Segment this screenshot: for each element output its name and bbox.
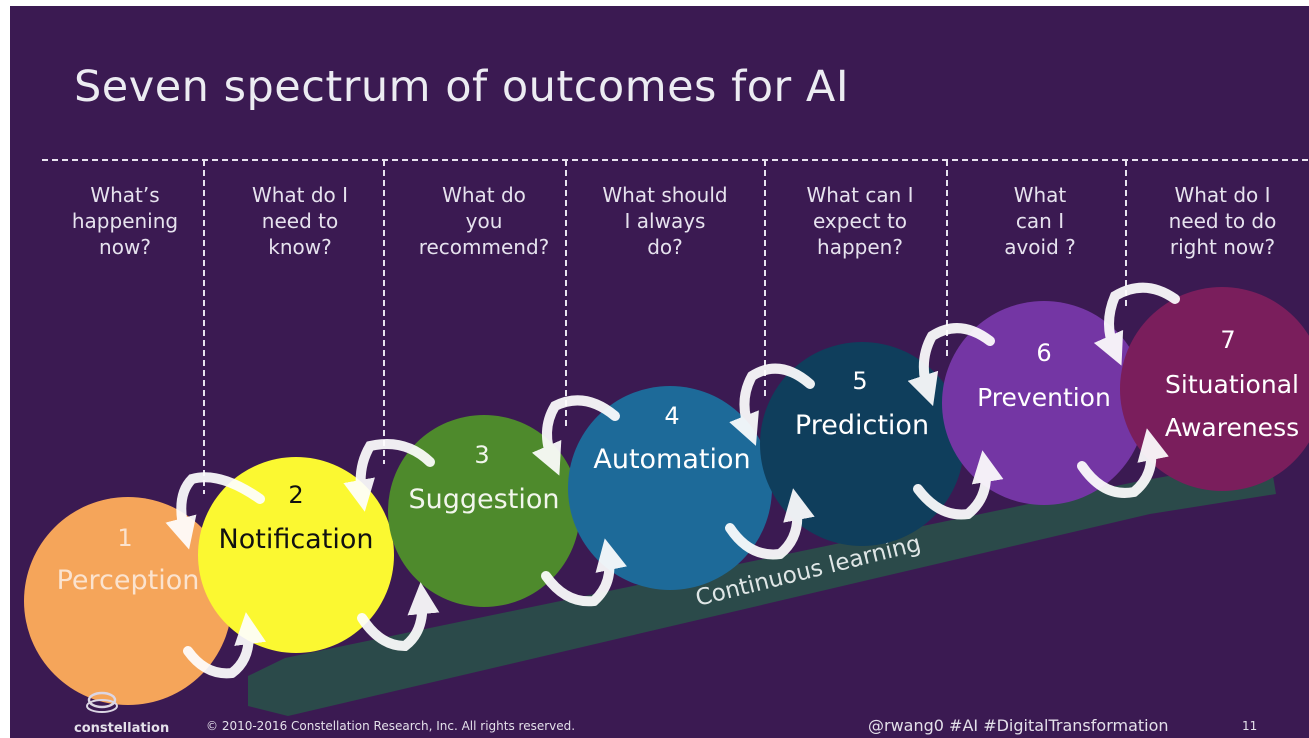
stage-7-label-line-1: Situational bbox=[1165, 370, 1299, 399]
stage-6-label: Prevention bbox=[977, 383, 1111, 412]
outcomes-diagram: Continuous learning 1 Perception 2 Notif… bbox=[24, 159, 1309, 736]
page-number: 11 bbox=[1242, 719, 1258, 733]
cycle-arrow-down-3 bbox=[531, 395, 620, 476]
logo-ring-icon bbox=[87, 691, 117, 709]
question-6: What can I avoid ? bbox=[1004, 183, 1076, 259]
stage-7-label-line-2: Awareness bbox=[1165, 413, 1299, 442]
cycle-arrow-up-4 bbox=[725, 488, 815, 560]
question-3: What do you recommend? bbox=[418, 183, 550, 259]
cycle-arrow-down-4 bbox=[729, 363, 815, 446]
stage-6-number: 6 bbox=[1036, 339, 1051, 367]
stage-2-label: Notification bbox=[219, 524, 374, 555]
slide: Seven spectrum of outcomes for AI What’s… bbox=[10, 6, 1309, 738]
stage-1: 1 Perception bbox=[24, 497, 232, 705]
cycle-arrow-up-3 bbox=[541, 538, 627, 607]
question-5: What can I expect to happen? bbox=[806, 183, 914, 259]
question-1: What’s happening now? bbox=[71, 183, 179, 259]
cycle-arrow-down-1 bbox=[165, 472, 265, 550]
copyright-text: © 2010-2016 Constellation Research, Inc.… bbox=[206, 719, 576, 733]
cycle-arrows bbox=[165, 282, 1180, 679]
slide-title: Seven spectrum of outcomes for AI bbox=[74, 62, 850, 112]
stage-4-number: 4 bbox=[664, 402, 679, 430]
cycle-arrow-up-6 bbox=[1077, 428, 1169, 498]
stage-3-label: Suggestion bbox=[409, 484, 560, 515]
cycle-arrow-up-1 bbox=[183, 612, 266, 679]
stage-4-label: Automation bbox=[593, 444, 750, 475]
question-2: What do I need to know? bbox=[251, 183, 349, 259]
cycle-arrow-down-6 bbox=[1093, 282, 1180, 366]
stage-5-number: 5 bbox=[852, 367, 867, 395]
stage-7-number: 7 bbox=[1220, 326, 1235, 354]
stage-1-number: 1 bbox=[117, 524, 132, 552]
question-7: What do I need to do right now? bbox=[1168, 183, 1277, 259]
constellation-logo: constellation bbox=[74, 691, 169, 736]
cycle-arrow-up-5 bbox=[913, 450, 1004, 520]
hashtags-text: @rwang0 #AI #DigitalTransformation bbox=[868, 716, 1169, 735]
learning-arrow-shape bbox=[248, 458, 1276, 716]
cycle-arrow-up-2 bbox=[357, 582, 440, 652]
stage-5-label: Prediction bbox=[795, 410, 929, 441]
stage-2-number: 2 bbox=[288, 481, 303, 509]
stage-3-number: 3 bbox=[474, 441, 489, 469]
cycle-arrow-down-5 bbox=[907, 323, 995, 407]
logo-text: constellation bbox=[74, 721, 169, 736]
cycle-arrow-down-2 bbox=[343, 439, 435, 512]
stage-1-label: Perception bbox=[57, 565, 200, 596]
question-4: What should I always do? bbox=[602, 183, 728, 259]
